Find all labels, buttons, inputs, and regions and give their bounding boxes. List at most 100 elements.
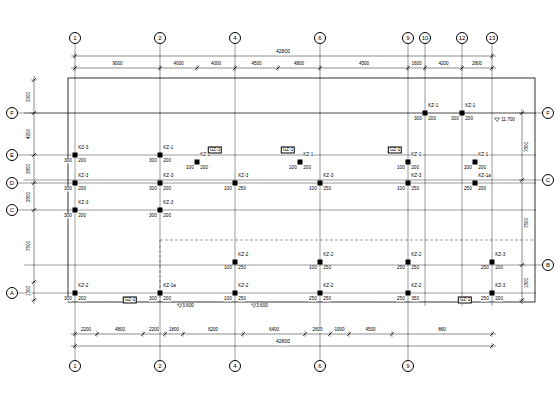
column-dimension: 250 [397,265,405,270]
extension-line [31,80,37,81]
axis-bubble: 6 [314,360,326,372]
beam-tag: GZ-1 [123,296,137,303]
column-dimension: 250 [238,186,246,191]
column-dimension: 250 [464,186,472,191]
dimension-line [71,68,496,69]
axis-line [18,155,536,156]
column-section [490,260,495,265]
axis-bubble: 12 [456,32,468,44]
extension-line [519,300,525,301]
axis-number: 2 [158,35,161,41]
extension-line [330,331,331,337]
axis-number: 4 [233,35,236,41]
axis-bubble: C [542,174,554,186]
column-dimension: 200 [78,186,86,191]
columns [73,111,495,296]
axis-number: 12 [459,35,466,41]
axis-bubble: B [542,259,554,271]
dimension-text: 6200 [208,327,219,332]
column-label: KZ-2 [78,283,89,288]
axis-bubble: 2 [154,360,166,372]
building-outline [68,78,535,302]
column-dimension: 200 [465,116,473,121]
dimension-text: 7500 [524,217,529,228]
axis-bubble: E [6,149,18,161]
extension-line [519,113,525,114]
dimension-total: 42800 [276,49,291,55]
column-section [73,153,78,158]
column-dimension: 100 [224,186,232,191]
axis-line [75,44,76,360]
dimension-text: 7800 [524,141,529,152]
axis-number: F [546,110,550,116]
column-section [423,111,428,116]
column-dimension: 200 [163,158,171,163]
column-dimension: 250 [411,265,419,270]
axis-line [18,293,536,294]
dimension-text: 3800 [26,164,31,175]
extension-line [392,331,393,337]
column-section [158,153,163,158]
column-dimension: 200 [495,296,503,301]
beam-tag: GZ-1 [458,296,472,303]
extension-line [75,331,76,337]
extension-line [519,265,525,266]
extension-line [492,343,493,349]
axis-number: 4 [233,363,236,369]
axis-number: C [10,207,14,213]
column-label: KZ-2 [238,252,249,257]
axis-bubble: 1 [69,360,81,372]
dimension-text: 4500 [251,61,262,66]
dimension-text: 4800 [294,61,305,66]
column-dimension: 300 [64,158,72,163]
dimension-text: 1900 [334,327,345,332]
column-label: KZ-3 [78,200,89,205]
column-section [233,260,238,265]
axis-bubble: D [6,177,18,189]
extension-line [462,65,463,71]
axis-number: 6 [318,35,321,41]
axis-bubble: 10 [419,32,431,44]
dimension-text: 4000 [173,61,184,66]
axis-number: 9 [406,35,409,41]
beam-tag: GZ-1 [208,146,222,153]
axis-number: 10 [422,35,429,41]
column-dimension: 250 [481,265,489,270]
column-label: KZ-2 [411,252,422,257]
dimension-line [71,334,496,335]
column-dimension: 300 [149,296,157,301]
axis-number: B [546,262,550,268]
dimension-line [34,76,35,304]
extension-line [519,180,525,181]
axis-number: 2 [158,363,161,369]
column-label: KZ-3 [238,173,249,178]
axis-bubble: 4 [229,32,241,44]
axis-line [235,44,236,360]
extension-line [31,210,37,211]
extension-line [305,331,306,337]
column-label: KZ-2 [323,283,334,288]
column-label: KZ-2 [323,252,334,257]
column-section [473,160,478,165]
extension-line [349,331,350,337]
dimension-text: 4200 [438,61,449,66]
dimension-text: 4800 [115,327,126,332]
dimension-text: 2800 [26,191,31,202]
column-section [318,181,323,186]
dimension-text: 9000 [112,61,123,66]
extension-line [425,65,426,71]
dimension-text: 6400 [269,327,280,332]
axis-number: 13 [489,35,496,41]
column-section [318,291,323,296]
dimension-text: 2200 [149,327,160,332]
column-dimension: 300 [149,213,157,218]
column-dimension: 200 [428,116,436,121]
column-label: KZ-3 [163,200,174,205]
axis-line [24,265,542,266]
column-label: KZ-1 [303,152,314,157]
column-dimension: 200 [478,186,486,191]
column-label: KZ-3 [411,173,422,178]
dimension-text: 3300 [26,91,31,102]
axis-line [408,44,409,360]
